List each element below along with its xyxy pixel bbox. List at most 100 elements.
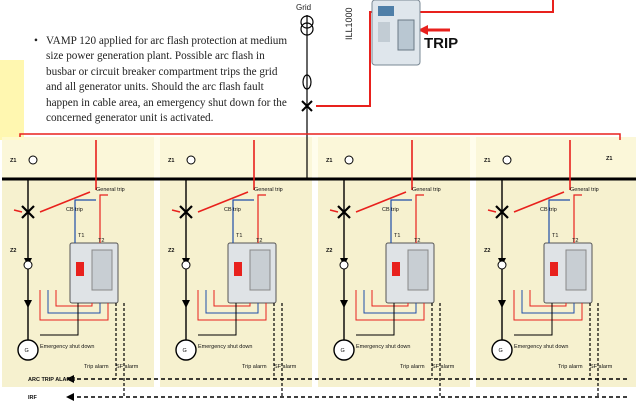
emergency-label: Emergency shut down [356, 344, 410, 350]
t2-label: T2 [98, 238, 104, 244]
description-bullet: • VAMP 120 applied for arc flash protect… [34, 34, 296, 126]
t2-label: T2 [572, 238, 578, 244]
t2-wire [415, 194, 424, 243]
ct-arrow-lower [182, 300, 190, 308]
z1-label: Z1 [326, 158, 332, 164]
emergency-wire [356, 303, 395, 336]
relay-face [91, 249, 113, 291]
arc-sensor-z1-icon [28, 155, 38, 165]
sf-alarm-label: SF alarm [116, 364, 139, 370]
generator-icon [491, 339, 513, 361]
trip-arrowhead [418, 25, 428, 35]
general-trip-bus [19, 133, 621, 140]
generator-icon [175, 339, 197, 361]
t2-wire [257, 194, 266, 243]
sf-alarm-label: SF alarm [274, 364, 297, 370]
sensor-loop-blue [47, 290, 101, 314]
arc-sensor-z1-icon [502, 155, 512, 165]
bullet-dot: • [34, 35, 38, 47]
trip-alarm-label: Trip alarm [558, 364, 583, 370]
ill1000-device [371, 0, 421, 66]
irf-label: IRF [28, 395, 38, 401]
general-trip-line [355, 140, 413, 213]
sensor-loop-red-2 [213, 290, 251, 307]
general-trip-line [513, 140, 571, 213]
arc-trip-alarm-label: ARC TRIP ALARM [28, 377, 75, 383]
generator-icon [333, 339, 355, 361]
generator-symbol: G [341, 348, 345, 354]
t2-wire [99, 194, 108, 243]
z1-label: Z1 [484, 158, 490, 164]
arc-sensor-z2-icon [181, 260, 191, 270]
generator-icon [17, 339, 39, 361]
generator-symbol: G [183, 348, 187, 354]
generator-symbol: G [499, 348, 503, 354]
emergency-wire [40, 303, 79, 336]
grid-label: Grid [296, 3, 312, 12]
circuit-breaker-icon [495, 205, 509, 219]
t2-wire [573, 194, 582, 243]
trip-alarm-label: Trip alarm [84, 364, 109, 370]
emergency-wire [514, 303, 553, 336]
alarm-wires [273, 303, 283, 397]
sensor-loop-red [355, 290, 425, 321]
left-yellow-strip [0, 60, 24, 140]
cb-trip-wire [232, 199, 254, 243]
general-trip-line [39, 140, 97, 213]
alarm-wires [115, 303, 125, 397]
ct-arrow-lower [24, 300, 32, 308]
general-trip-label: General trip [96, 187, 125, 193]
sensor-loop-blue [205, 290, 259, 314]
trip-alarm-label: Trip alarm [242, 364, 267, 370]
generator-symbol: G [25, 348, 29, 354]
sf-alarm-label: SF alarm [590, 364, 613, 370]
arc-sensor-z2-icon [497, 260, 507, 270]
general-trip-label: General trip [570, 187, 599, 193]
breaker-trip-line [171, 209, 181, 213]
circuit-breaker-icon [21, 205, 35, 219]
sensor-loop-blue [363, 290, 417, 314]
relay-face [407, 249, 429, 291]
t1-label: T1 [236, 233, 242, 239]
top-highlight-band [2, 137, 636, 177]
circuit-breaker-icon [337, 205, 351, 219]
sensor-loop-red-2 [529, 290, 567, 307]
relay-indicator [550, 262, 558, 276]
ct-arrow-lower [498, 300, 506, 308]
z2-label: Z2 [10, 248, 16, 254]
cb-trip-wire [548, 199, 570, 243]
arc-trip-arrowhead [66, 375, 74, 383]
irf-arrowhead [66, 393, 74, 401]
arc-sensor-z1-icon [344, 155, 354, 165]
t1-label: T1 [78, 233, 84, 239]
relay-indicator [76, 262, 84, 276]
relay-face [565, 249, 587, 291]
sensor-loop-red [513, 290, 583, 321]
z2-label: Z2 [168, 248, 174, 254]
right-z1-label: Z1 [606, 156, 612, 162]
breaker-trip-line [13, 209, 23, 213]
emergency-label: Emergency shut down [198, 344, 252, 350]
alarm-wires [589, 303, 599, 397]
cb-trip-label: CB trip [382, 207, 399, 213]
z2-label: Z2 [484, 248, 490, 254]
sensor-loop-red [197, 290, 267, 321]
z1-label: Z1 [10, 158, 16, 164]
breaker-trip-line [487, 209, 497, 213]
description-text: VAMP 120 applied for arc flash protectio… [46, 35, 288, 125]
grid-feeder [300, 15, 314, 178]
t2-label: T2 [256, 238, 262, 244]
ct-arrow-lower [340, 300, 348, 308]
cb-trip-wire [74, 199, 96, 243]
relay-face [249, 249, 271, 291]
z1-label: Z1 [168, 158, 174, 164]
sensor-loop-red-2 [55, 290, 93, 307]
general-trip-label: General trip [412, 187, 441, 193]
sensor-loop-red [39, 290, 109, 321]
relay-indicator [392, 262, 400, 276]
